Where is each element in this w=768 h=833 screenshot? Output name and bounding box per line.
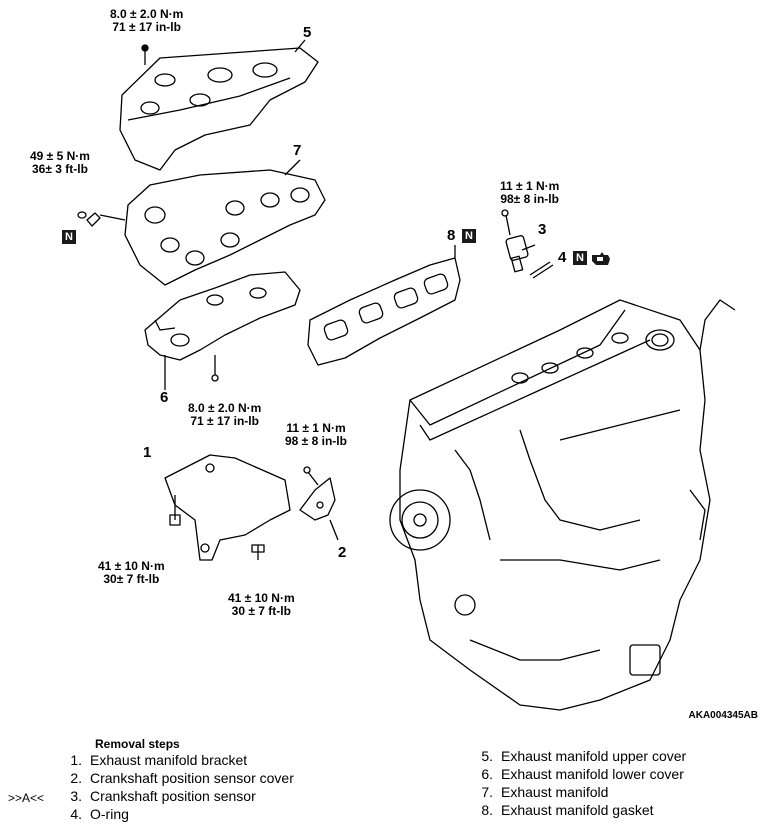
step-number: 6. xyxy=(481,766,493,782)
step-text: Exhaust manifold gasket xyxy=(501,802,654,818)
figure-code: AKA004345AB xyxy=(688,710,758,721)
step-number: 1. xyxy=(70,752,82,768)
torque-spec-upper-cover: 8.0 ± 2.0 N·m 71 ± 17 in-lb xyxy=(110,8,183,34)
torque-imperial: 36± 3 ft-lb xyxy=(32,162,88,176)
torque-spec-sensor: 11 ± 1 N·m 98± 8 in-lb xyxy=(500,180,559,206)
callout-4: 4 xyxy=(558,249,567,266)
callout-1: 1 xyxy=(143,444,152,461)
step-number: 7. xyxy=(481,784,493,800)
callout-2: 2 xyxy=(338,544,347,561)
torque-imperial: 30 ± 7 ft-lb xyxy=(231,604,291,618)
exhaust-manifold-diagram xyxy=(77,39,736,711)
step-item: 1. Exhaust manifold bracket xyxy=(62,752,247,769)
torque-imperial: 98 ± 8 in-lb xyxy=(285,434,347,448)
step-number: 2. xyxy=(70,770,82,786)
step-text: Crankshaft position sensor cover xyxy=(90,770,294,786)
step-text: O-ring xyxy=(90,806,129,822)
torque-nm: 8.0 ± 2.0 N·m xyxy=(110,7,184,21)
step-text: Exhaust manifold lower cover xyxy=(501,766,684,782)
torque-nm: 49 ± 5 N·m xyxy=(30,149,90,163)
step-number: 4. xyxy=(70,806,82,822)
step-text: Exhaust manifold bracket xyxy=(90,752,248,768)
torque-spec-sensor-cover: 11 ± 1 N·m 98 ± 8 in-lb xyxy=(285,422,347,448)
callout-5: 5 xyxy=(303,24,312,41)
torque-spec-lower-cover: 8.0 ± 2.0 N·m 71 ± 17 in-lb xyxy=(188,402,261,428)
step-number: 8. xyxy=(481,802,493,818)
step-item: 7. Exhaust manifold xyxy=(473,784,608,801)
step-text: Exhaust manifold upper cover xyxy=(501,748,687,764)
torque-nm: 8.0 ± 2.0 N·m xyxy=(188,401,262,415)
step-number: 5. xyxy=(481,748,493,764)
non-reusable-badge: N xyxy=(462,229,476,243)
step-text: Crankshaft position sensor xyxy=(90,788,256,804)
exhaust-manifold-illustration xyxy=(77,159,326,286)
torque-nm: 11 ± 1 N·m xyxy=(286,421,346,435)
crankshaft-sensor-illustration xyxy=(501,209,554,279)
gasket-illustration xyxy=(307,245,461,366)
sensor-cover-illustration xyxy=(299,466,339,541)
bracket-illustration xyxy=(164,454,291,561)
step-item: 8. Exhaust manifold gasket xyxy=(473,802,654,819)
engine-illustration xyxy=(389,299,736,711)
callout-3: 3 xyxy=(538,221,547,238)
step-item: 6. Exhaust manifold lower cover xyxy=(473,766,684,783)
torque-nm: 11 ± 1 N·m xyxy=(500,179,560,193)
step-item: 4. O-ring xyxy=(62,806,129,823)
torque-imperial: 71 ± 17 in-lb xyxy=(112,20,181,34)
removal-steps-title: Removal steps xyxy=(95,737,180,751)
step-item: 2. Crankshaft position sensor cover xyxy=(62,770,294,787)
torque-imperial: 98± 8 in-lb xyxy=(500,192,559,206)
step-number: 3. xyxy=(70,788,82,804)
step-text: Exhaust manifold xyxy=(501,784,609,800)
torque-spec-bracket-left: 41 ± 10 N·m 30± 7 ft-lb xyxy=(98,560,165,586)
step-item: 3. Crankshaft position sensor xyxy=(62,788,256,805)
torque-nm: 41 ± 10 N·m xyxy=(228,591,295,605)
step-item: 5. Exhaust manifold upper cover xyxy=(473,748,686,765)
non-reusable-badge: N xyxy=(62,230,76,244)
non-reusable-badge: N xyxy=(573,251,587,265)
oil-can-icon xyxy=(592,252,610,265)
upper-cover-illustration xyxy=(119,39,319,171)
torque-spec-manifold-nut: 49 ± 5 N·m 36± 3 ft-lb xyxy=(30,150,90,176)
torque-spec-bracket-right: 41 ± 10 N·m 30 ± 7 ft-lb xyxy=(228,592,295,618)
callout-8: 8 xyxy=(447,227,456,244)
procedure-marker: >>A<< xyxy=(8,791,45,805)
callout-7: 7 xyxy=(293,142,302,159)
lower-cover-illustration xyxy=(144,271,301,390)
callout-6: 6 xyxy=(160,389,169,406)
torque-imperial: 30± 7 ft-lb xyxy=(103,572,160,586)
torque-imperial: 71 ± 17 in-lb xyxy=(190,414,259,428)
torque-nm: 41 ± 10 N·m xyxy=(98,559,165,573)
